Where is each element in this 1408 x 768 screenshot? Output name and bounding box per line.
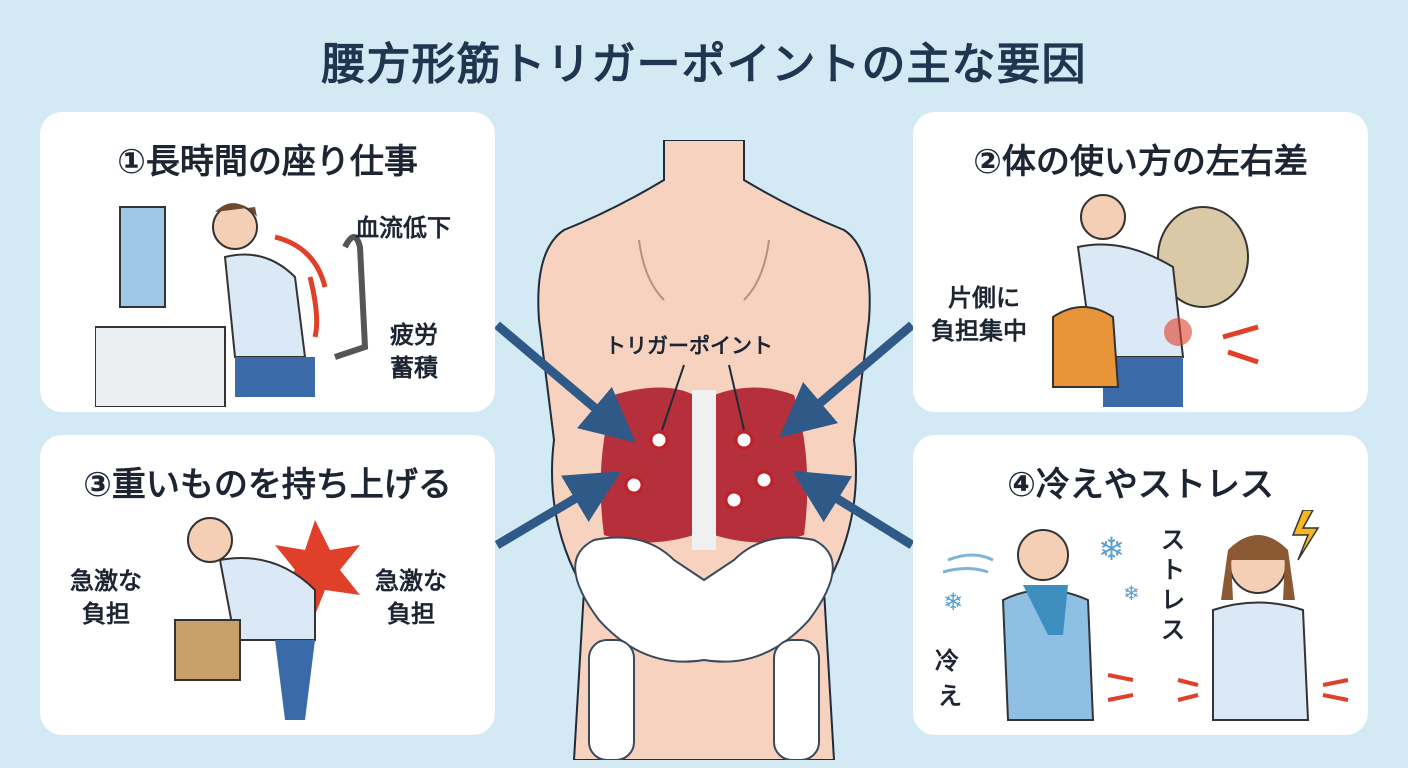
trigger-point-label: トリガーポイント [605, 334, 773, 358]
svg-text:❄: ❄ [1098, 530, 1125, 568]
pelvis-bone [574, 536, 834, 663]
label-one-side: 片側に [948, 284, 1020, 312]
page-title: 腰方形筋トリガーポイントの主な要因 [321, 39, 1087, 90]
panel-sitting-work: ①長時間の座り仕事 血流低下 疲労 蓄積 [40, 112, 495, 412]
trigger-point-marker [754, 470, 774, 490]
label-stress: ストレス [1161, 526, 1185, 644]
panel-cold-stress: ④冷えやストレス ❄ ❄ ❄ ストレス 冷 え [913, 435, 1368, 735]
label-accumulation: 蓄積 [390, 354, 438, 382]
trigger-point-marker [724, 490, 744, 510]
label-sudden-right: 急激な [375, 567, 447, 595]
label-load-right: 負担 [387, 600, 435, 628]
lifting-illustration [174, 517, 360, 720]
panel-title: ④冷えやストレス [1007, 465, 1274, 505]
svg-text:❄: ❄ [1123, 581, 1140, 605]
panel-title: ①長時間の座り仕事 [117, 142, 418, 182]
label-sudden-left: 急激な [70, 567, 142, 595]
svg-text:❄: ❄ [943, 588, 963, 616]
desk-worker-illustration [95, 203, 369, 407]
label-fatigue: 疲労 [390, 321, 438, 349]
torso-illustration [537, 140, 871, 760]
panel-heavy-lifting: ③重いものを持ち上げる 急激な 負担 急激な 負担 [40, 435, 495, 735]
trigger-point-marker [624, 475, 644, 495]
label-cold-2: え [938, 682, 962, 710]
label-cold-1: 冷 [935, 647, 959, 675]
trigger-point-marker [734, 430, 754, 450]
cold-stress-illustration: ❄ ❄ ❄ [942, 510, 1349, 721]
label-load-concentration: 負担集中 [931, 317, 1027, 345]
trigger-point-marker [649, 430, 669, 450]
panel-asymmetry: ②体の使い方の左右差 片側に 負担集中 [913, 112, 1368, 412]
bag-carrier-illustration [1052, 194, 1259, 407]
label-blood-flow: 血流低下 [355, 214, 451, 242]
label-load-left: 負担 [82, 600, 130, 628]
panel-title: ③重いものを持ち上げる [83, 465, 452, 505]
panel-title: ②体の使い方の左右差 [973, 142, 1308, 182]
